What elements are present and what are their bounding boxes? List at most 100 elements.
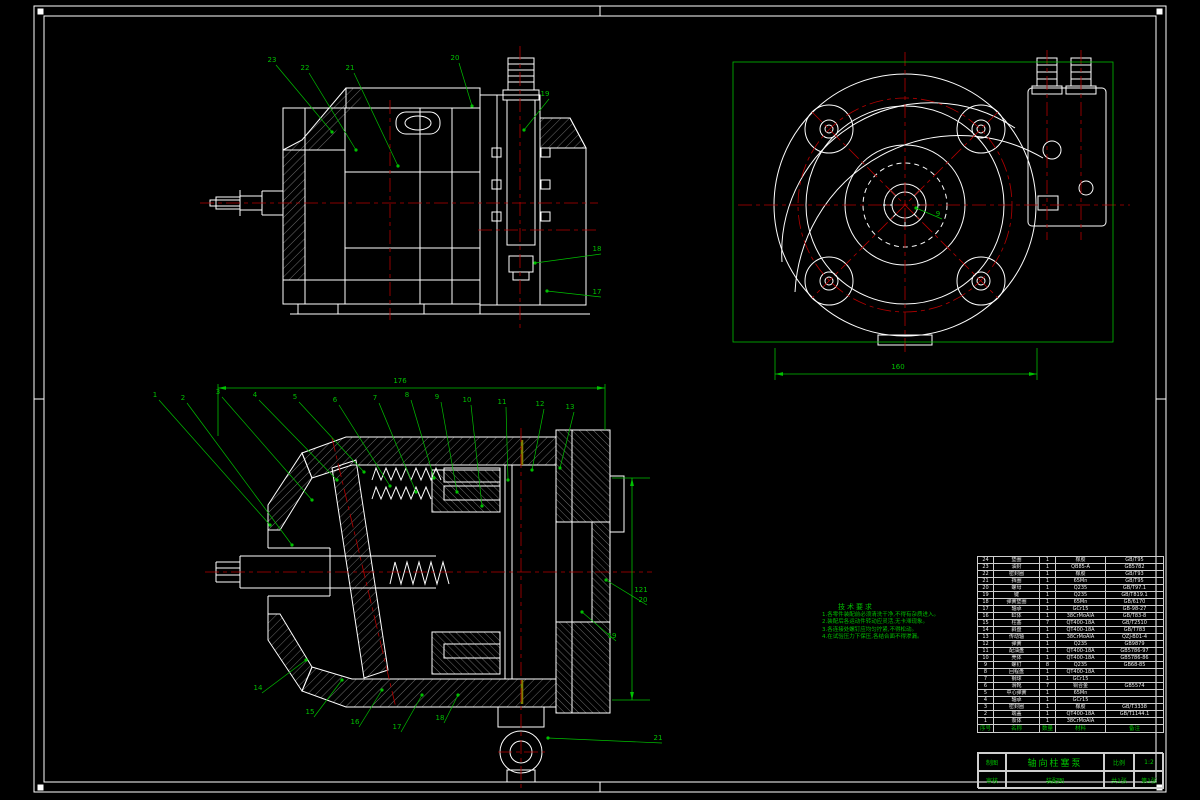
table-cell: 20 [977,584,994,592]
leader-dot [310,498,314,502]
leader-line [186,402,293,546]
leader-line [358,689,383,728]
callout-number: 20 [451,54,460,62]
centerlines [200,46,1130,788]
table-header-cell: 序号 [977,724,994,733]
table-cell: 15 [977,619,994,627]
table-cell: QT400-18A [1055,710,1106,718]
table-cell: 泵体 [993,717,1040,725]
table-cell: 1 [1039,710,1056,718]
table-cell: 1 [1039,556,1056,564]
table-header-cell: 材料 [1055,724,1106,733]
callout-number: 21 [654,734,663,742]
callout-number: 3 [216,388,220,396]
table-cell: Q235 [1055,591,1106,599]
tb-scale-label: 比例 [1104,753,1134,771]
leader-line [534,253,602,264]
leader-line [505,406,509,481]
table-cell: 1 [1039,633,1056,641]
table-cell: 橡胶 [1055,556,1106,564]
parts-table-header: 序号名称数量材料备注 [977,724,1164,733]
table-cell: QZJ-B01-4 [1105,633,1164,641]
table-cell: 13 [977,633,994,641]
table-cell: GB/T783 [1105,626,1164,634]
leader-line [221,396,313,501]
table-cell: Q235 [1055,640,1106,648]
leader-line [410,399,435,479]
callout-number: 6 [333,396,338,404]
table-cell: GB/6170 [1105,598,1164,606]
leader-dot [546,736,550,740]
table-cell: 38CrMoAlA [1055,633,1106,641]
hatch-region [431,469,501,513]
leader-dot [330,130,334,134]
leader-dot [335,478,339,482]
callout-number: 16 [351,718,360,726]
note-line: 1.各零件装配前必须清洗干净,不得有杂质进入。 [822,612,939,619]
table-cell: QT400-18A [1055,619,1106,627]
leader-dot [604,578,608,582]
callout-number: 17 [393,723,402,731]
table-cell: QT400-18A [1055,647,1106,655]
table-cell: 12 [977,640,994,648]
table-cell: GB/T95 [1105,577,1164,585]
leader-dot [545,289,549,293]
leader-dot [914,206,918,210]
table-cell: 1 [977,717,994,725]
tb-drawing-type: 装配图 [1006,771,1104,789]
table-cell: 传动轴 [993,633,1040,641]
hatch-region [267,613,313,693]
table-cell: 1 [1039,577,1056,585]
table-cell: 65Mn [1055,598,1106,606]
leader-line [605,579,648,606]
callout-number: 9 [936,210,940,218]
tb-checked-label: 审核 [978,771,1006,789]
table-cell: 65Mn [1055,577,1106,585]
leader-dot [414,490,418,494]
callout-number: 7 [373,394,377,402]
table-cell: 弹簧 [993,640,1040,648]
table-header-cell: 备注 [1105,724,1164,733]
table-cell: GCr15 [1055,696,1106,704]
valve-assembly-front [1027,57,1107,227]
hatch-region [267,451,313,531]
callout-number: 11 [498,398,507,406]
callout-number: 14 [254,684,263,692]
callout-number: 21 [346,64,355,72]
table-cell: 14 [977,626,994,634]
table-cell: GB68-85 [1105,661,1164,669]
table-cell: 1 [1039,647,1056,655]
leader-dot [470,104,474,108]
table-cell: 钢球 [993,675,1040,683]
hatch-region [282,149,306,281]
leader-dot [354,148,358,152]
leader-dot [558,466,562,470]
table-cell: GB5782 [1105,563,1164,571]
table-cell: 24 [977,556,994,564]
table-cell: 橡胶 [1055,703,1106,711]
table-cell: 1 [1039,598,1056,606]
leader-dot [432,476,436,480]
dimension-text: 121 [634,586,647,594]
leader-dot [580,610,584,614]
tb-sheet-number: 第1张 [1134,771,1164,789]
table-cell: 23 [977,563,994,571]
table-cell: 密封圈 [993,570,1040,578]
callout-number: 4 [253,391,258,399]
table-cell: 1 [1039,570,1056,578]
table-cell: 螺母 [993,584,1040,592]
table-cell: 1 [1039,563,1056,571]
table-cell: 11 [977,647,994,655]
